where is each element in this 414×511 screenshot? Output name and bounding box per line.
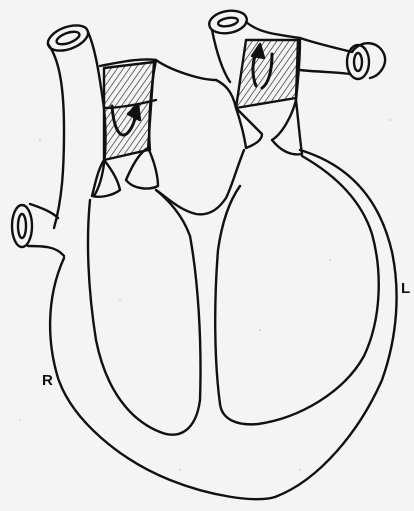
svc-opening-inner — [55, 29, 81, 47]
aortic-valve-leaflet-left — [236, 108, 262, 148]
right-side-label: R — [42, 372, 53, 389]
left-side-label: L — [401, 280, 410, 297]
pulmonary-vein-opening — [347, 45, 369, 79]
superior-vena-cava — [48, 32, 106, 228]
left-ventricle-cavity — [215, 156, 379, 424]
pulmonary-vein-opening-inner — [354, 53, 362, 71]
ivc-opening-inner — [18, 214, 26, 238]
right-ventricle-cavity — [88, 190, 201, 435]
paper-speckle — [19, 119, 391, 471]
aortic-valve-region — [236, 40, 298, 108]
aorta-opening — [207, 8, 248, 36]
aorta-opening-inner — [217, 16, 238, 27]
aortic-valve-leaflet-right — [272, 100, 302, 154]
ivc-opening — [12, 205, 32, 247]
